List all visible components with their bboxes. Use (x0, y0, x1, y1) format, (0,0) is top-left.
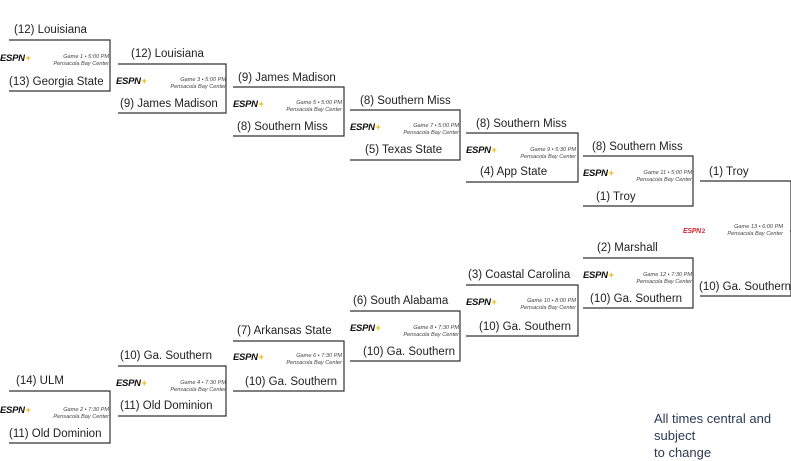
espn-plus-logo: ESPN+ (350, 122, 381, 133)
team-slot-game6-top: (7) Arkansas State (237, 325, 332, 337)
team-slot-game1-bottom: (13) Georgia State (9, 76, 104, 88)
bracket-connector (118, 365, 227, 417)
team-slot-game12-bottom: (10) Ga. Southern (590, 293, 683, 305)
team-slot-game7-top: (8) Southern Miss (360, 95, 451, 107)
espn-plus-logo: ESPN+ (583, 168, 614, 179)
team-slot-game11-top: (8) Southern Miss (592, 141, 683, 153)
bracket-connector (350, 310, 461, 362)
espn-plus-logo: ESPN+ (583, 270, 614, 281)
team-slot-game5-bottom: (8) Southern Miss (237, 121, 328, 133)
team-slot-game9-bottom: (4) App State (480, 166, 548, 178)
espn-plus-logo: ESPN+ (233, 352, 264, 363)
team-slot-game7-bottom: (5) Texas State (365, 144, 443, 156)
team-slot-game10-top: (3) Coastal Carolina (468, 269, 571, 281)
espn-plus-logo: ESPN+ (233, 99, 264, 110)
final-connector (700, 180, 791, 297)
team-slot-game10-bottom: (10) Ga. Southern (479, 321, 572, 333)
footnote: All times central and subject to change (654, 411, 772, 460)
bracket-connector (233, 86, 345, 137)
team-slot-game8-top: (6) South Alabama (353, 295, 449, 307)
team-slot-game11-bottom: (1) Troy (596, 191, 636, 203)
team-slot-game8-bottom: (10) Ga. Southern (363, 346, 456, 358)
bracket-connector (118, 63, 227, 114)
team-slot-game2-bottom: (11) Old Dominion (9, 428, 102, 440)
bracket-connector (350, 109, 461, 161)
espn-plus-logo: ESPN+ (466, 297, 497, 308)
espn-plus-logo: ESPN+ (0, 53, 31, 64)
espn-plus-logo: ESPN+ (466, 145, 497, 156)
bracket-connector (583, 257, 694, 309)
team-slot-game1-top: (12) Louisiana (14, 24, 87, 36)
bracket-connector (466, 284, 579, 337)
espn-plus-logo: ESPN+ (350, 323, 381, 334)
team-slot-game5-top: (9) James Madison (238, 72, 336, 84)
espn-plus-logo: ESPN+ (116, 378, 147, 389)
bracket-connector (583, 155, 694, 207)
team-slot-game4-bottom: (11) Old Dominion (120, 400, 213, 412)
team-slot-game12-top: (2) Marshall (597, 242, 658, 254)
team-slot-game4-top: (10) Ga. Southern (120, 350, 213, 362)
team-slot-game3-top: (12) Louisiana (131, 48, 204, 60)
team-slot-game6-bottom: (10) Ga. Southern (245, 376, 338, 388)
team-slot-game13-top: (1) Troy (709, 166, 749, 178)
bracket-connector (9, 39, 111, 92)
espn-plus-logo: ESPN+ (0, 405, 31, 416)
team-slot-game3-bottom: (9) James Madison (120, 98, 218, 110)
espn-plus-logo: ESPN+ (116, 76, 147, 87)
team-slot-game9-top: (8) Southern Miss (476, 118, 567, 130)
team-slot-game13-bottom: (10) Ga. Southern (699, 281, 791, 293)
team-slot-game2-top: (14) ULM (16, 375, 64, 387)
espn2-logo: ESPN2 (683, 228, 705, 235)
bracket-connector (466, 132, 579, 183)
bracket-connector (9, 390, 111, 444)
bracket-connector (233, 340, 345, 392)
